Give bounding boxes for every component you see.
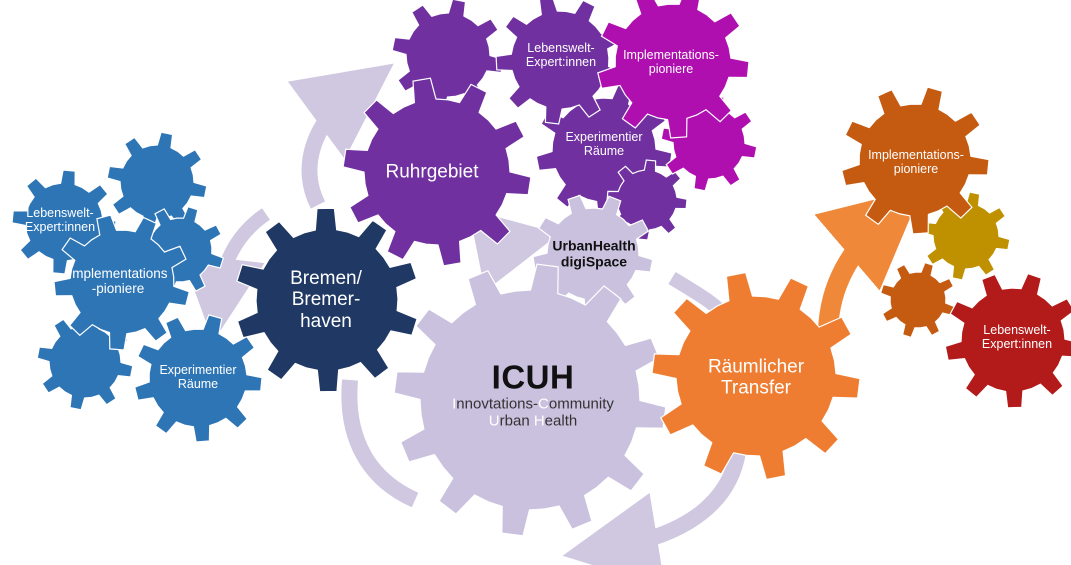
subtitle-word-c: rban [499, 412, 534, 430]
top-lebenswelt-line2: Expert:innen [525, 55, 597, 69]
bremen-line3: haven [300, 310, 352, 332]
subtitle-word-a: nnovtations- [456, 395, 539, 413]
left-lebenswelt-label: Lebenswelt- Expert:innen [25, 206, 95, 234]
arrows-layer [181, 63, 923, 565]
gear-right-lebenswelt [944, 272, 1071, 409]
icuh-title: ICUH [491, 358, 575, 396]
top-experimentier-line1: Experimentier [565, 130, 643, 144]
gear-bremen [236, 207, 418, 393]
left-experimentier-line1: Experimentier [159, 363, 237, 377]
digispace-line1: UrbanHealth [552, 237, 636, 254]
transfer-line1: Räumlicher [707, 356, 805, 378]
left-lebenswelt-line1: Lebenswelt- [26, 206, 94, 220]
digispace-label: UrbanHealth digiSpace [552, 238, 635, 269]
right-implementation-line2: pioniere [893, 162, 939, 176]
icuh-label: ICUH Innovtations-Community Urban Health [452, 358, 614, 431]
subtitle-word-b: ommunity [548, 395, 614, 413]
arrow-transfer-to-right [814, 187, 923, 331]
gear-top-implementation [597, 0, 750, 139]
arrow-bremen-loop [341, 379, 419, 508]
top-experimentier-line2: Räume [583, 144, 625, 158]
left-experimentier-label: Experimentier Räume [159, 363, 236, 391]
gear-transfer [651, 271, 861, 481]
gear-digispace [532, 194, 654, 315]
arrow-bremen-to-left [181, 208, 271, 342]
transfer-label: Räumlicher Transfer [708, 357, 804, 400]
bremen-label: Bremen/ Bremer- haven [290, 268, 362, 332]
gear-left-implementation [53, 214, 191, 351]
gear-ruhrgebiet [342, 77, 532, 267]
top-implementation-label: Implementations- pioniere [623, 48, 719, 76]
right-implementation-label: Implementations- pioniere [868, 148, 964, 176]
subtitle-word-d: ealth [544, 412, 578, 430]
right-implementation-line1: Implementations- [868, 148, 964, 162]
gear-right-implementation [841, 86, 990, 235]
arrow-transfer-loop [562, 450, 746, 565]
gear-top-small-left [391, 0, 505, 112]
bremen-line1: Bremen/ [290, 268, 362, 290]
icuh-subtitle-line2: Urban Health [452, 413, 614, 430]
right-lebenswelt-line1: Lebenswelt- [983, 323, 1051, 337]
ruhr-label: Ruhrgebiet [386, 161, 479, 182]
transfer-line2: Transfer [720, 378, 792, 399]
ruhr-line1: Ruhrgebiet [385, 161, 479, 183]
left-lebenswelt-line2: Expert:innen [24, 220, 96, 234]
left-implementation-line1: Implementations [68, 265, 168, 281]
gear-top-lebenswelt [495, 0, 624, 125]
top-implementation-line2: pioniere [648, 62, 694, 76]
left-implementation-line2: -pioniere [91, 281, 145, 296]
bremen-line2: Bremer- [291, 289, 361, 311]
subtitle-initial-c: C [538, 395, 549, 413]
gear-right-rust-small [879, 261, 957, 339]
top-lebenswelt-line1: Lebenswelt- [527, 41, 595, 55]
icuh-subtitle-line1: Innovtations-Community [452, 395, 614, 414]
gear-layer [11, 0, 1071, 537]
subtitle-initial-i: I [452, 395, 457, 413]
gear-icuh [393, 263, 667, 537]
right-lebenswelt-label: Lebenswelt- Expert:innen [982, 323, 1052, 351]
subtitle-initial-h: H [533, 412, 545, 430]
top-experimentier-label: Experimentier Räume [565, 130, 642, 158]
gear-right-gold [921, 191, 1011, 281]
top-lebenswelt-label: Lebenswelt- Expert:innen [526, 41, 596, 69]
left-experimentier-line2: Räume [177, 377, 219, 391]
subtitle-initial-u: U [488, 412, 500, 430]
gear-left-experimentier [133, 314, 263, 443]
digispace-line2: digiSpace [560, 253, 628, 269]
left-implementation-label: Implementations -pioniere [68, 266, 167, 296]
top-implementation-line1: Implementations- [623, 48, 719, 62]
right-lebenswelt-line2: Expert:innen [981, 337, 1053, 351]
arrow-bremen-to-ruhr [287, 63, 394, 209]
arrow-ruhr-to-digispace [468, 209, 560, 292]
